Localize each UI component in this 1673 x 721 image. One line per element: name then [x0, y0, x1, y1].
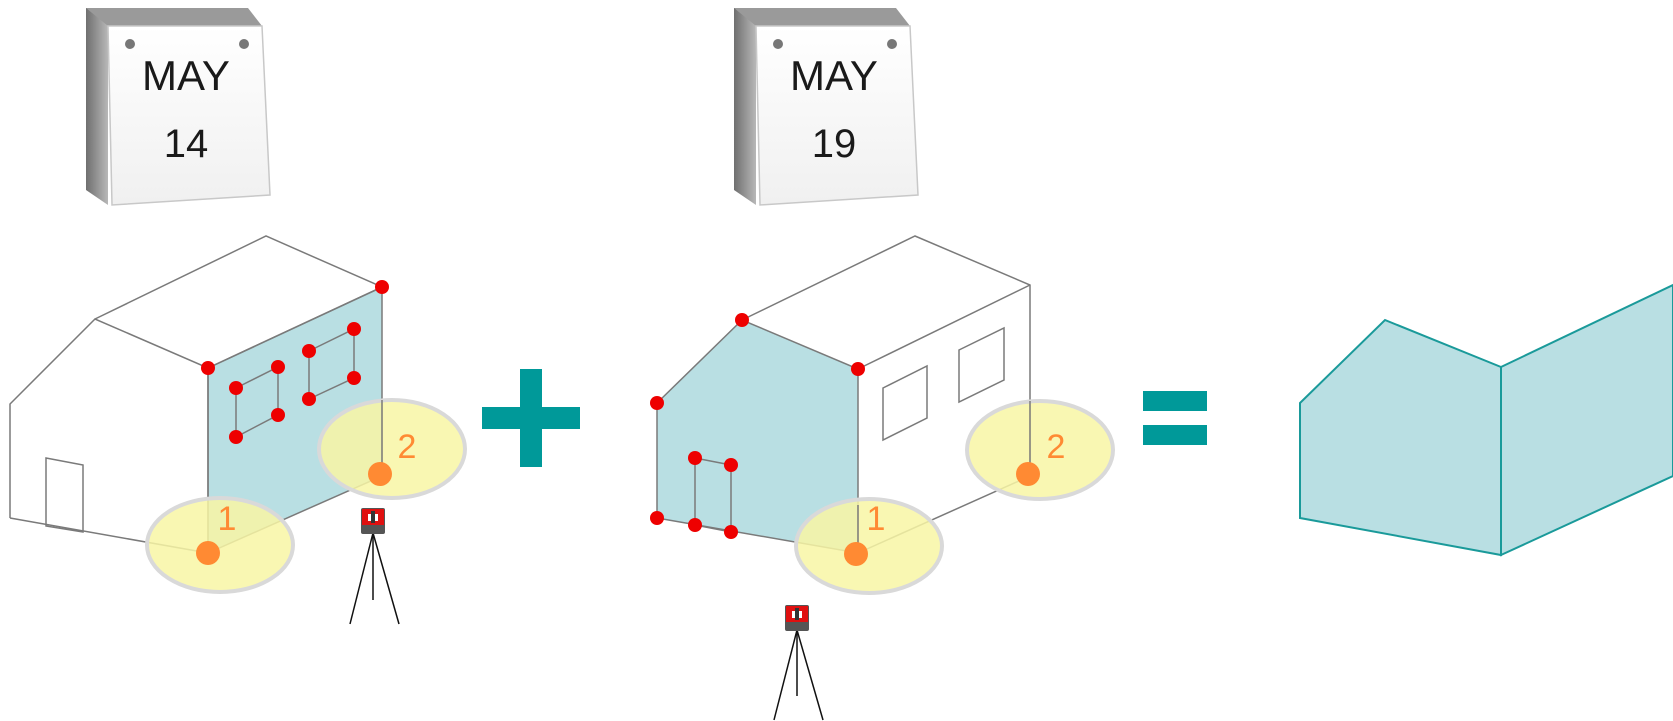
calendar-month: MAY — [142, 52, 230, 99]
plus-icon — [482, 369, 580, 467]
building-scan-1: 1 2 — [9, 235, 467, 625]
scanned-wall-face — [656, 319, 859, 554]
calendar-may-19: MAY 19 — [734, 8, 919, 206]
result-right-face — [1500, 283, 1673, 557]
result-left-face — [1299, 318, 1502, 557]
merged-result-faces — [1299, 283, 1673, 557]
equals-icon — [1143, 391, 1207, 445]
total-station-icon — [773, 605, 824, 721]
calendar-may-14: MAY 14 — [86, 8, 271, 206]
window — [882, 364, 928, 442]
control-point-2: 2 — [317, 398, 467, 500]
svg-text:2: 2 — [398, 428, 417, 466]
control-point-1: 1 — [145, 496, 295, 594]
calendar-day: 14 — [164, 122, 209, 166]
building-scan-2: 1 2 — [650, 235, 1115, 721]
svg-text:1: 1 — [867, 500, 886, 538]
measured-points — [650, 313, 865, 539]
control-point-2: 2 — [965, 399, 1115, 501]
building-outline — [741, 235, 1031, 554]
door — [45, 457, 84, 533]
svg-text:2: 2 — [1047, 428, 1066, 466]
window — [958, 326, 1005, 404]
svg-text:1: 1 — [218, 500, 237, 538]
calendar-day: 19 — [812, 122, 857, 166]
control-point-1: 1 — [794, 497, 944, 595]
total-station-icon — [349, 508, 400, 625]
calendar-month: MAY — [790, 52, 878, 99]
measured-points — [201, 280, 389, 444]
